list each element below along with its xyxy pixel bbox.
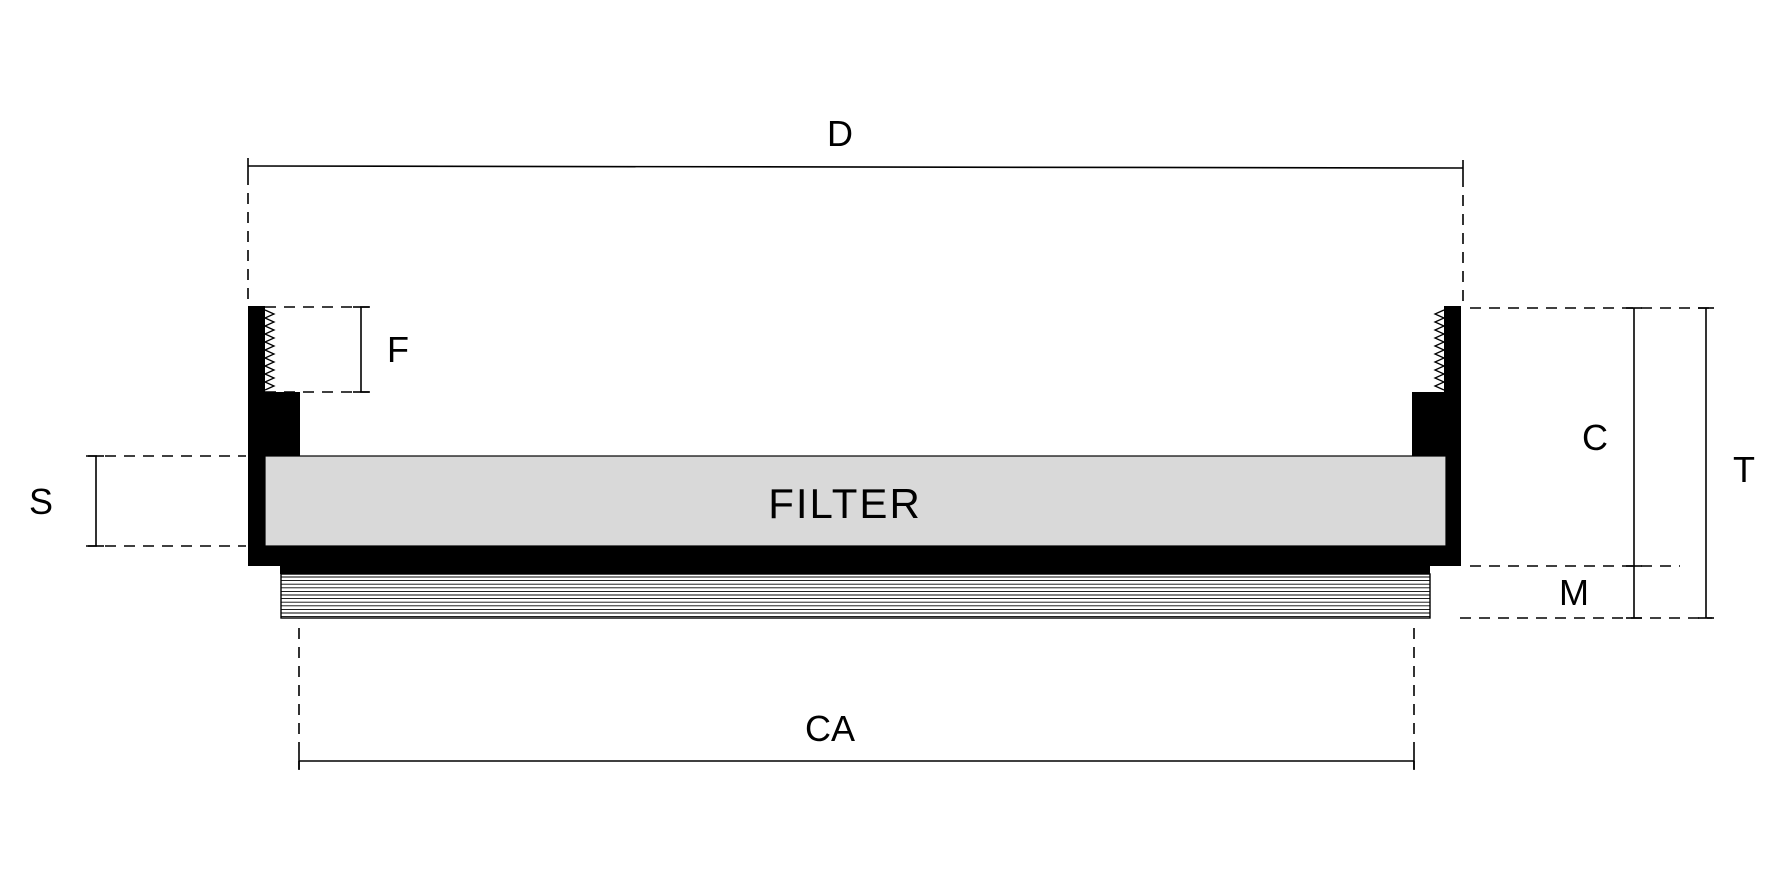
filter-glass [264,455,1447,547]
dimension-right-extensions [1460,307,1712,619]
right-wall [1444,306,1461,566]
dimension-d-label: D [827,113,853,154]
dimension-s: S [29,455,246,547]
dimension-c-label: C [1582,417,1608,458]
left-retaining-ring [263,392,300,456]
dimension-s-label: S [29,481,53,522]
dimension-d-line [247,165,1464,169]
dimension-m-label: M [1559,572,1589,613]
male-thread [280,573,1431,619]
right-retaining-ring [1412,392,1446,456]
right-female-thread [1433,309,1446,391]
male-thread-frame [280,573,1431,619]
dimension-ca-label: CA [805,708,855,749]
dimension-f-label: F [387,329,409,370]
dimension-d: D [247,113,1464,304]
dimension-ca: CA [298,628,1415,770]
filter-label: FILTER [768,480,922,527]
dimension-m: M [1559,566,1642,619]
dimension-t: T [1698,307,1755,619]
dimension-c: C [1582,307,1642,567]
dimension-t-label: T [1733,449,1755,490]
lower-lip [280,560,1430,574]
left-wall [248,306,265,566]
left-female-thread [263,309,276,391]
mount-body [248,306,1461,574]
dimension-f: F [265,306,409,393]
